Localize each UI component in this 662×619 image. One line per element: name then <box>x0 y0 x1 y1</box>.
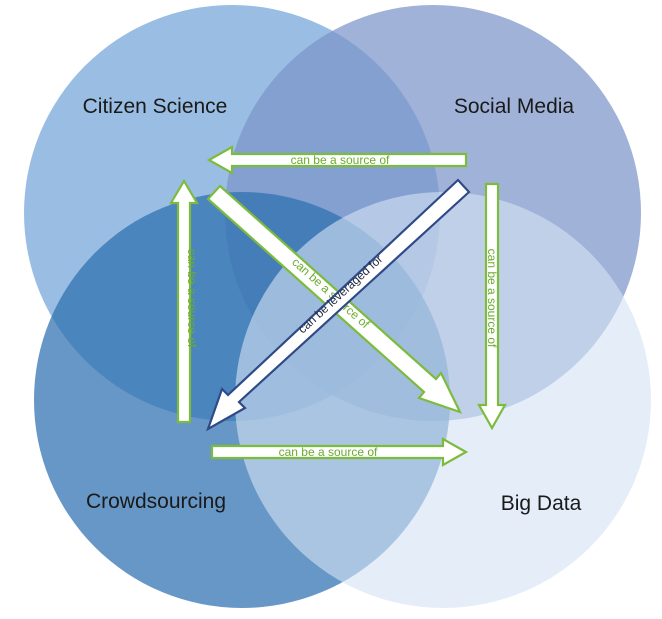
arrow-social-to-citizen-label: can be a source of <box>291 153 390 167</box>
crowdsourcing-label: Crowdsourcing <box>86 490 226 513</box>
arrow-crowd-to-bigdata: can be a source of <box>210 437 469 467</box>
arrow-crowd-to-citizen-shape <box>169 178 199 424</box>
big-data-label: Big Data <box>501 492 582 515</box>
arrow-crowd-to-citizen: can be a source of <box>169 178 199 424</box>
arrow-social-to-bigdata-label: can be a source of <box>485 249 499 348</box>
arrow-social-to-bigdata-shape <box>477 182 507 431</box>
arrow-crowd-to-citizen-label: can be a source of <box>185 249 199 348</box>
arrow-crowd-to-bigdata-label: can be a source of <box>279 445 378 459</box>
social-media-label: Social Media <box>454 95 575 118</box>
citizen-science-label: Citizen Science <box>83 95 228 118</box>
arrow-crowd-to-bigdata-shape <box>210 437 469 467</box>
arrow-social-to-bigdata: can be a source of <box>477 182 507 431</box>
arrow-social-to-citizen-shape <box>206 145 468 175</box>
arrow-social-to-crowd-shape <box>205 178 471 432</box>
arrow-social-to-citizen: can be a source of <box>206 145 468 175</box>
